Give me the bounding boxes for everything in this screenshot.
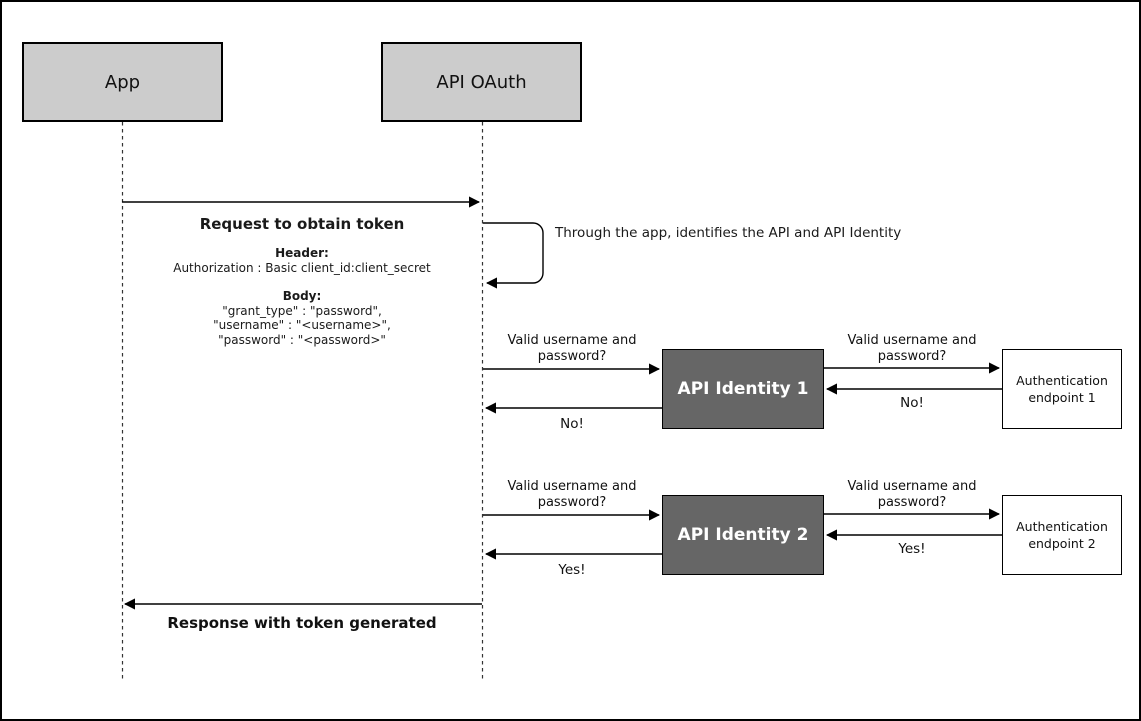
- auth-endpoint-1-label: Authentication endpoint 1: [1016, 372, 1108, 406]
- check1-reply-left-label: No!: [560, 416, 584, 432]
- api-identity-1-label: API Identity 1: [677, 379, 809, 399]
- api-identity-2-box: API Identity 2: [662, 495, 824, 575]
- auth-endpoint-2-box: Authentication endpoint 2: [1002, 495, 1122, 575]
- actor-box-api-oauth: API OAuth: [381, 42, 582, 122]
- token-request-message: Request to obtain token Header: Authoriz…: [122, 215, 482, 347]
- check2-ask-left-label: Valid username and password?: [507, 479, 637, 510]
- token-request-title: Request to obtain token: [199, 215, 405, 233]
- actor-box-app: App: [22, 42, 223, 122]
- check2-reply-right-label: Yes!: [898, 541, 926, 557]
- actor-label-api-oauth: API OAuth: [436, 71, 527, 93]
- check2-reply-left-label: Yes!: [558, 562, 586, 578]
- auth-endpoint-2-label: Authentication endpoint 2: [1016, 518, 1108, 552]
- token-request-header-value: Authorization : Basic client_id:client_s…: [173, 261, 431, 275]
- token-request-header-label: Header:: [275, 246, 329, 260]
- token-request-body-line1: "grant_type" : "password",: [222, 303, 382, 318]
- token-request-body-line3: "password" : "<password>": [218, 332, 386, 347]
- check2-ask-right-label: Valid username and password?: [847, 479, 977, 510]
- arrow-self-loop: [483, 222, 544, 289]
- self-loop-note: Through the app, identifies the API and …: [555, 225, 902, 241]
- token-request-body-label: Body:: [282, 288, 322, 303]
- auth-endpoint-1-box: Authentication endpoint 1: [1002, 349, 1122, 429]
- check1-ask-right-label: Valid username and password?: [847, 333, 977, 364]
- spacer: [122, 276, 482, 289]
- token-request-body-line2: "username" : "<username>",: [213, 318, 391, 332]
- check1-ask-left-label: Valid username and password?: [507, 333, 637, 364]
- api-identity-2-label: API Identity 2: [677, 525, 809, 545]
- api-identity-1-box: API Identity 1: [662, 349, 824, 429]
- response-label: Response with token generated: [167, 614, 437, 632]
- actor-label-app: App: [104, 71, 141, 93]
- check1-reply-right-label: No!: [900, 395, 924, 411]
